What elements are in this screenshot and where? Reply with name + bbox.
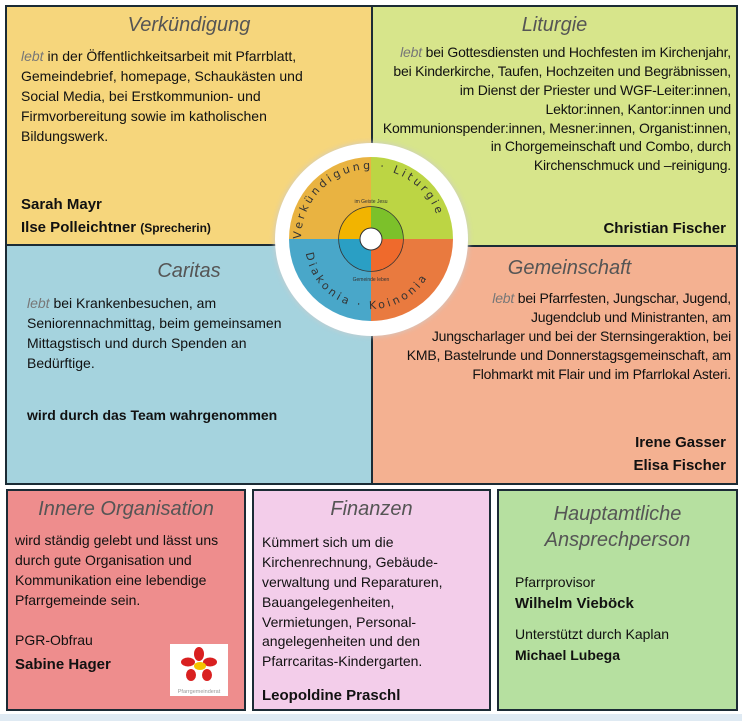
name: Ilse Polleichtner <box>21 219 137 237</box>
lebt-label: lebt <box>492 290 515 306</box>
lebt-label: lebt <box>21 48 44 64</box>
name: Elisa Fischer <box>633 456 726 474</box>
caritas-text: lebt bei Krankenbesuchen, am Seniorennac… <box>27 294 287 374</box>
verkuendigung-names: Sarah Mayr Ilse Polleichtner (Sprecherin… <box>21 193 211 240</box>
finanzen-text: Kümmert sich um die Kirchenrechnung, Geb… <box>262 534 443 670</box>
liturgie-desc: bei Gottesdiensten und Hochfesten im Kir… <box>382 44 731 174</box>
name: Sarah Mayr <box>21 196 102 213</box>
bottom-strip <box>0 714 742 721</box>
caritas-team: wird durch das Team wahrgenommen <box>27 407 278 423</box>
liturgie-title: Liturgie <box>521 14 588 36</box>
name: Sabine Hager <box>15 656 111 673</box>
innere-text: wird ständig gelebt und lässt uns durch … <box>15 532 219 608</box>
finanzen-panel: Finanzen Kümmert sich um die Kirchenrech… <box>252 489 491 711</box>
name: Leopoldine Praschl <box>262 687 401 704</box>
verkuendigung-desc: in der Öffentlichkeitsarbeit mit Pfarrbl… <box>21 48 303 144</box>
gemeinschaft-text: lebt bei Pfarrfesten, Jungschar, Jugend,… <box>383 289 731 383</box>
svg-text:Pfarrgemeinderat: Pfarrgemeinderat <box>178 689 221 695</box>
verkuendigung-text: lebt in der Öffentlichkeitsarbeit mit Pf… <box>21 47 321 146</box>
liturgie-text: lebt bei Gottesdiensten und Hochfesten i… <box>381 43 731 283</box>
name: Irene Gasser <box>635 434 726 451</box>
innere-organisation-panel: Innere Organisation wird ständig gelebt … <box>6 489 246 711</box>
name: Wilhelm Vieböck <box>515 595 634 612</box>
caritas-title: Caritas <box>157 260 221 282</box>
name: Christian Fischer <box>603 219 726 237</box>
hauptamtliche-panel: Hauptamtliche Ansprechperson Pfarrprovis… <box>497 489 738 711</box>
haupt-role: Unterstützt durch Kaplan <box>515 626 670 642</box>
innere-role: PGR-Obfrau <box>15 632 93 648</box>
haupt-role: Pfarrprovisor <box>515 574 596 590</box>
emblem-inner-bottom: Gemeinde leben <box>353 277 390 283</box>
name-note: (Sprecherin) <box>140 221 211 236</box>
pfarrgemeinderat-logo: Pfarrgemeinderat <box>170 644 228 696</box>
caritas-panel: Caritas lebt bei Krankenbesuchen, am Sen… <box>5 244 373 485</box>
verkuendigung-title: Verkündigung <box>127 14 251 36</box>
gemeinschaft-title: Gemeinschaft <box>507 257 632 279</box>
parish-emblem: Verkündigung · Liturgie Diakonia · Koino… <box>275 143 468 336</box>
verkuendigung-panel: Verkündigung lebt in der Öffentlichkeits… <box>5 5 373 246</box>
name: Michael Lubega <box>515 647 621 663</box>
haupt-title: Hauptamtliche Ansprechperson <box>544 503 691 551</box>
gemeinschaft-names: Irene Gasser Elisa Fischer <box>633 432 726 477</box>
lebt-label: lebt <box>400 44 422 60</box>
caritas-desc: bei Krankenbesuchen, am Seniorennachmitt… <box>27 295 282 371</box>
gemeinschaft-desc: bei Pfarrfesten, Jungschar, Jugend, Juge… <box>406 290 731 382</box>
finanzen-title: Finanzen <box>330 498 413 520</box>
lebt-label: lebt <box>27 295 50 311</box>
emblem-inner-top: im Geiste Jesu <box>354 199 387 205</box>
innere-title: Innere Organisation <box>38 498 214 520</box>
